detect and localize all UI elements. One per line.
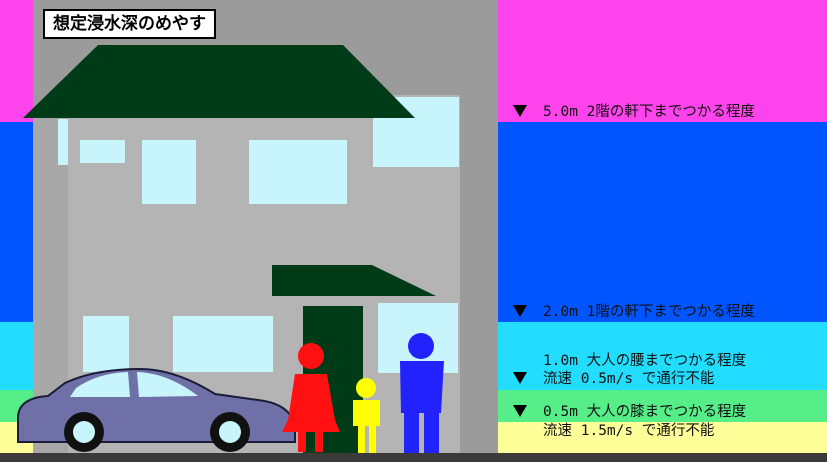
level-text: 2階の軒下までつかる程度: [586, 104, 755, 120]
window: [142, 140, 196, 204]
window: [173, 316, 273, 372]
level-depth: 5.0m: [543, 104, 578, 120]
water-level-marker-icon: [513, 372, 527, 384]
level-sub-1m: 流速 0.5m/s で通行不能: [513, 371, 714, 388]
water-level-marker-icon: [513, 105, 527, 117]
level-text: 大人の腰までつかる程度: [586, 353, 747, 369]
water-level-marker-icon: [513, 305, 527, 317]
level-sub-text: 流速 1.5m/s で通行不能: [543, 423, 715, 439]
level-depth: 1.0m: [543, 353, 578, 369]
man-icon: [400, 333, 444, 453]
diagram-title: 想定浸水深のめやす: [43, 9, 216, 39]
level-text: 大人の膝までつかる程度: [586, 404, 747, 420]
car-icon: [17, 367, 296, 452]
porch-canopy: [272, 265, 436, 296]
level-depth: 2.0m: [543, 304, 578, 320]
window: [249, 140, 347, 204]
water-level-marker-icon: [513, 405, 527, 417]
window: [83, 316, 129, 372]
ground-strip: [0, 453, 827, 462]
roof-icon: [23, 45, 436, 296]
child-icon: [353, 378, 380, 453]
level-sub-text: 流速 0.5m/s で通行不能: [543, 371, 715, 387]
window: [58, 119, 68, 165]
level-label-1m: 1.0m 大人の腰までつかる程度: [513, 353, 746, 370]
woman-icon: [282, 343, 340, 452]
window: [80, 140, 125, 163]
level-label-5m: 5.0m 2階の軒下までつかる程度: [513, 104, 755, 121]
level-label-05m: 0.5m 大人の膝までつかる程度: [513, 404, 746, 421]
main-roof: [23, 45, 415, 118]
level-depth: 0.5m: [543, 404, 578, 420]
level-text: 1階の軒下までつかる程度: [586, 304, 755, 320]
level-label-2m: 2.0m 1階の軒下までつかる程度: [513, 304, 755, 321]
level-sub-05m: 流速 1.5m/s で通行不能: [513, 423, 714, 440]
